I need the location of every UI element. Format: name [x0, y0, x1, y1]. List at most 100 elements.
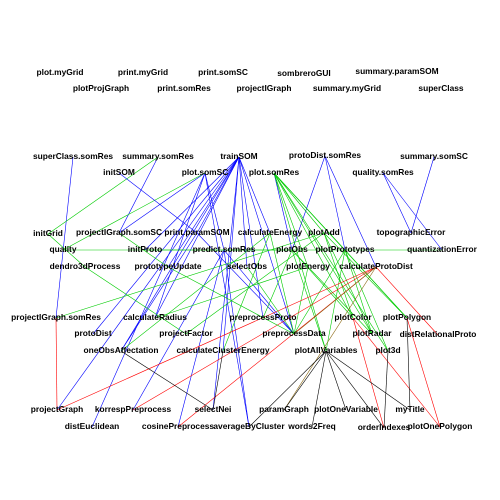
edge-plot.somSC-to-distEuclidean [91, 172, 206, 428]
edge-trainSOM-to-oneObsAffectation [120, 156, 240, 352]
edge-trainSOM-to-calculateClusterEnergy [222, 156, 240, 352]
edge-plotObs-to-preprocessProto [262, 249, 293, 319]
edge-protoDist.somRes-to-plotPrototypes [324, 155, 346, 251]
node-plotAdd: plotAdd [308, 227, 340, 237]
edge-plot.somRes-to-plot3d [273, 172, 389, 352]
edge-plotEnergy-to-calculateRadius [154, 266, 309, 319]
node-superClass-somRes: superClass.somRes [33, 151, 113, 161]
edge-plot.somSC-to-projectIGraph.somSC [118, 172, 206, 234]
edge-projectIGraph.somSC-to-prototypeUpdate [118, 232, 169, 268]
node-initProto: initProto [128, 244, 162, 254]
node-quantizationError: quantizationError [407, 244, 478, 254]
edge-plotPrototypes-to-plotAllVariables [325, 249, 346, 352]
node-calculateClusterEnergy: calculateClusterEnergy [176, 345, 269, 355]
edge-plot3d-to-orderIndexes [383, 350, 389, 429]
edge-plot.somRes-to-plotRadar [273, 172, 373, 335]
node-initGrid: initGrid [33, 228, 63, 238]
edge-initGrid-to-dendro3dProcess [47, 233, 86, 268]
edge-plot.somRes-to-plotEnergy [273, 172, 309, 268]
node-distRelationalProto: distRelationalProto [400, 329, 477, 339]
edge-calculateProtoDist-to-projectGraph [56, 266, 377, 411]
edge-predict.somRes-to-averageByCluster [223, 249, 250, 428]
node-projectGraph: projectGraph [31, 404, 84, 414]
edge-plotObs-to-plotRadar [291, 249, 373, 335]
edge-plotColor-to-orderIndexes [352, 317, 385, 429]
node-projectIGraph: projectIGraph [237, 83, 292, 93]
edge-calculateClusterEnergy-to-selectNei [212, 350, 224, 411]
node-plotOnePolygon: plotOnePolygon [408, 421, 473, 431]
edge-plot.somSC-to-averageByCluster [204, 172, 250, 428]
node-print-myGrid: print.myGrid [118, 67, 168, 77]
edge-calculateProtoDist-to-distRelationalProto [375, 266, 439, 336]
node-predict-somRes: predict.somRes [193, 244, 256, 254]
node-preprocessData: preprocessData [262, 328, 326, 338]
edge-plotPolygon-to-plotOnePolygon [406, 317, 441, 428]
edge-summary.somRes-to-projectIGraph.somSC [118, 156, 159, 234]
edge-plotPrototypes-to-plot3d [344, 249, 389, 352]
node-initSOM: initSOM [103, 167, 135, 177]
edge-plotObs-to-plotColor [291, 249, 354, 319]
edge-plot.somSC-to-quality [62, 172, 206, 251]
edge-layer [47, 155, 443, 429]
node-calculateRadius: calculateRadius [123, 312, 187, 322]
edge-trainSOM-to-preprocessData [238, 156, 295, 335]
node-superClass: superClass [418, 83, 463, 93]
node-trainSOM: trainSOM [220, 151, 257, 161]
edge-quality.somRes-to-topographicError [382, 172, 412, 234]
node-print-somSC: print.somSC [198, 67, 248, 77]
edge-trainSOM-to-calculateEnergy [238, 156, 271, 234]
node-averageByCluster: averageByCluster [213, 421, 285, 431]
edge-trainSOM-to-projectGraph [56, 156, 240, 411]
node-plot-myGrid: plot.myGrid [37, 67, 84, 77]
node-selectObs: selectObs [227, 261, 267, 271]
node-korrespPreprocess: korrespPreprocess [95, 404, 172, 414]
edge-trainSOM-to-print.paramSOM [196, 156, 240, 234]
node-plotProjGraph: plotProjGraph [73, 83, 129, 93]
node-plot-somRes: plot.somRes [249, 167, 300, 177]
node-summary-paramSOM: summary.paramSOM [355, 66, 438, 76]
edge-summary.somRes-to-initGrid [47, 156, 159, 235]
edge-trainSOM-to-preprocessProto [238, 156, 264, 319]
edge-plotAdd-to-projectIGraph.somRes [55, 232, 325, 319]
edge-plotPrototypes-to-plotRadar [344, 249, 373, 335]
node-dendro3dProcess: dendro3dProcess [50, 261, 121, 271]
node-summary-myGrid: summary.myGrid [313, 83, 381, 93]
node-protoDist-somRes: protoDist.somRes [289, 150, 361, 160]
node-plotPolygon: plotPolygon [383, 312, 431, 322]
edge-calculateEnergy-to-oneObsAffectation [120, 232, 271, 352]
node-calculateProtoDist: calculateProtoDist [339, 261, 413, 271]
edge-plotPrototypes-to-plotPolygon [344, 249, 408, 319]
node-plotAllVariables: plotAllVariables [295, 345, 358, 355]
node-protoDist: protoDist [74, 328, 111, 338]
edge-summary.somSC-to-topographicError [410, 156, 435, 234]
edge-protoDist.somRes-to-calculateProtoDist [324, 155, 377, 268]
node-selectNei: selectNei [195, 404, 232, 414]
edge-trainSOM-to-selectNei [212, 156, 240, 411]
edge-plotAllVariables-to-paramGraph [283, 350, 327, 411]
edge-quality.somRes-to-quantizationError [382, 172, 443, 251]
node-summary-somRes: summary.somRes [122, 151, 194, 161]
node-plotColor: plotColor [334, 312, 372, 322]
edge-trainSOM-to-initProto [144, 156, 240, 251]
edge-predict.somRes-to-cosinePreprocess [177, 249, 225, 428]
node-oneObsAffectation: oneObsAffectation [84, 345, 159, 355]
node-plotEnergy: plotEnergy [286, 261, 330, 271]
edge-initSOM-to-print.paramSOM [118, 172, 198, 234]
edge-calculateProtoDist-to-korrespPreprocess [132, 266, 377, 411]
node-plotPrototypes: plotPrototypes [315, 244, 374, 254]
node-print-somRes: print.somRes [157, 83, 211, 93]
edge-print.paramSOM-to-oneObsAffectation [120, 232, 198, 352]
edge-protoDist.somRes-to-plotObs [291, 155, 326, 251]
edge-plot.somRes-to-plotAdd [273, 172, 325, 234]
node-preprocessProto: preprocessProto [229, 312, 296, 322]
edge-calculateProtoDist-to-preprocessData [293, 266, 377, 335]
edge-plotAllVariables-to-myTitle [325, 350, 411, 411]
node-plot-somSC: plot.somSC [182, 167, 229, 177]
node-projectFactor: projectFactor [159, 328, 213, 338]
edge-plotAllVariables-to-plotOneVariable [325, 350, 347, 411]
node-plotObs: plotObs [276, 244, 308, 254]
node-plotOneVariable: plotOneVariable [314, 404, 378, 414]
edge-dendro3dProcess-to-projectFactor [84, 266, 187, 335]
